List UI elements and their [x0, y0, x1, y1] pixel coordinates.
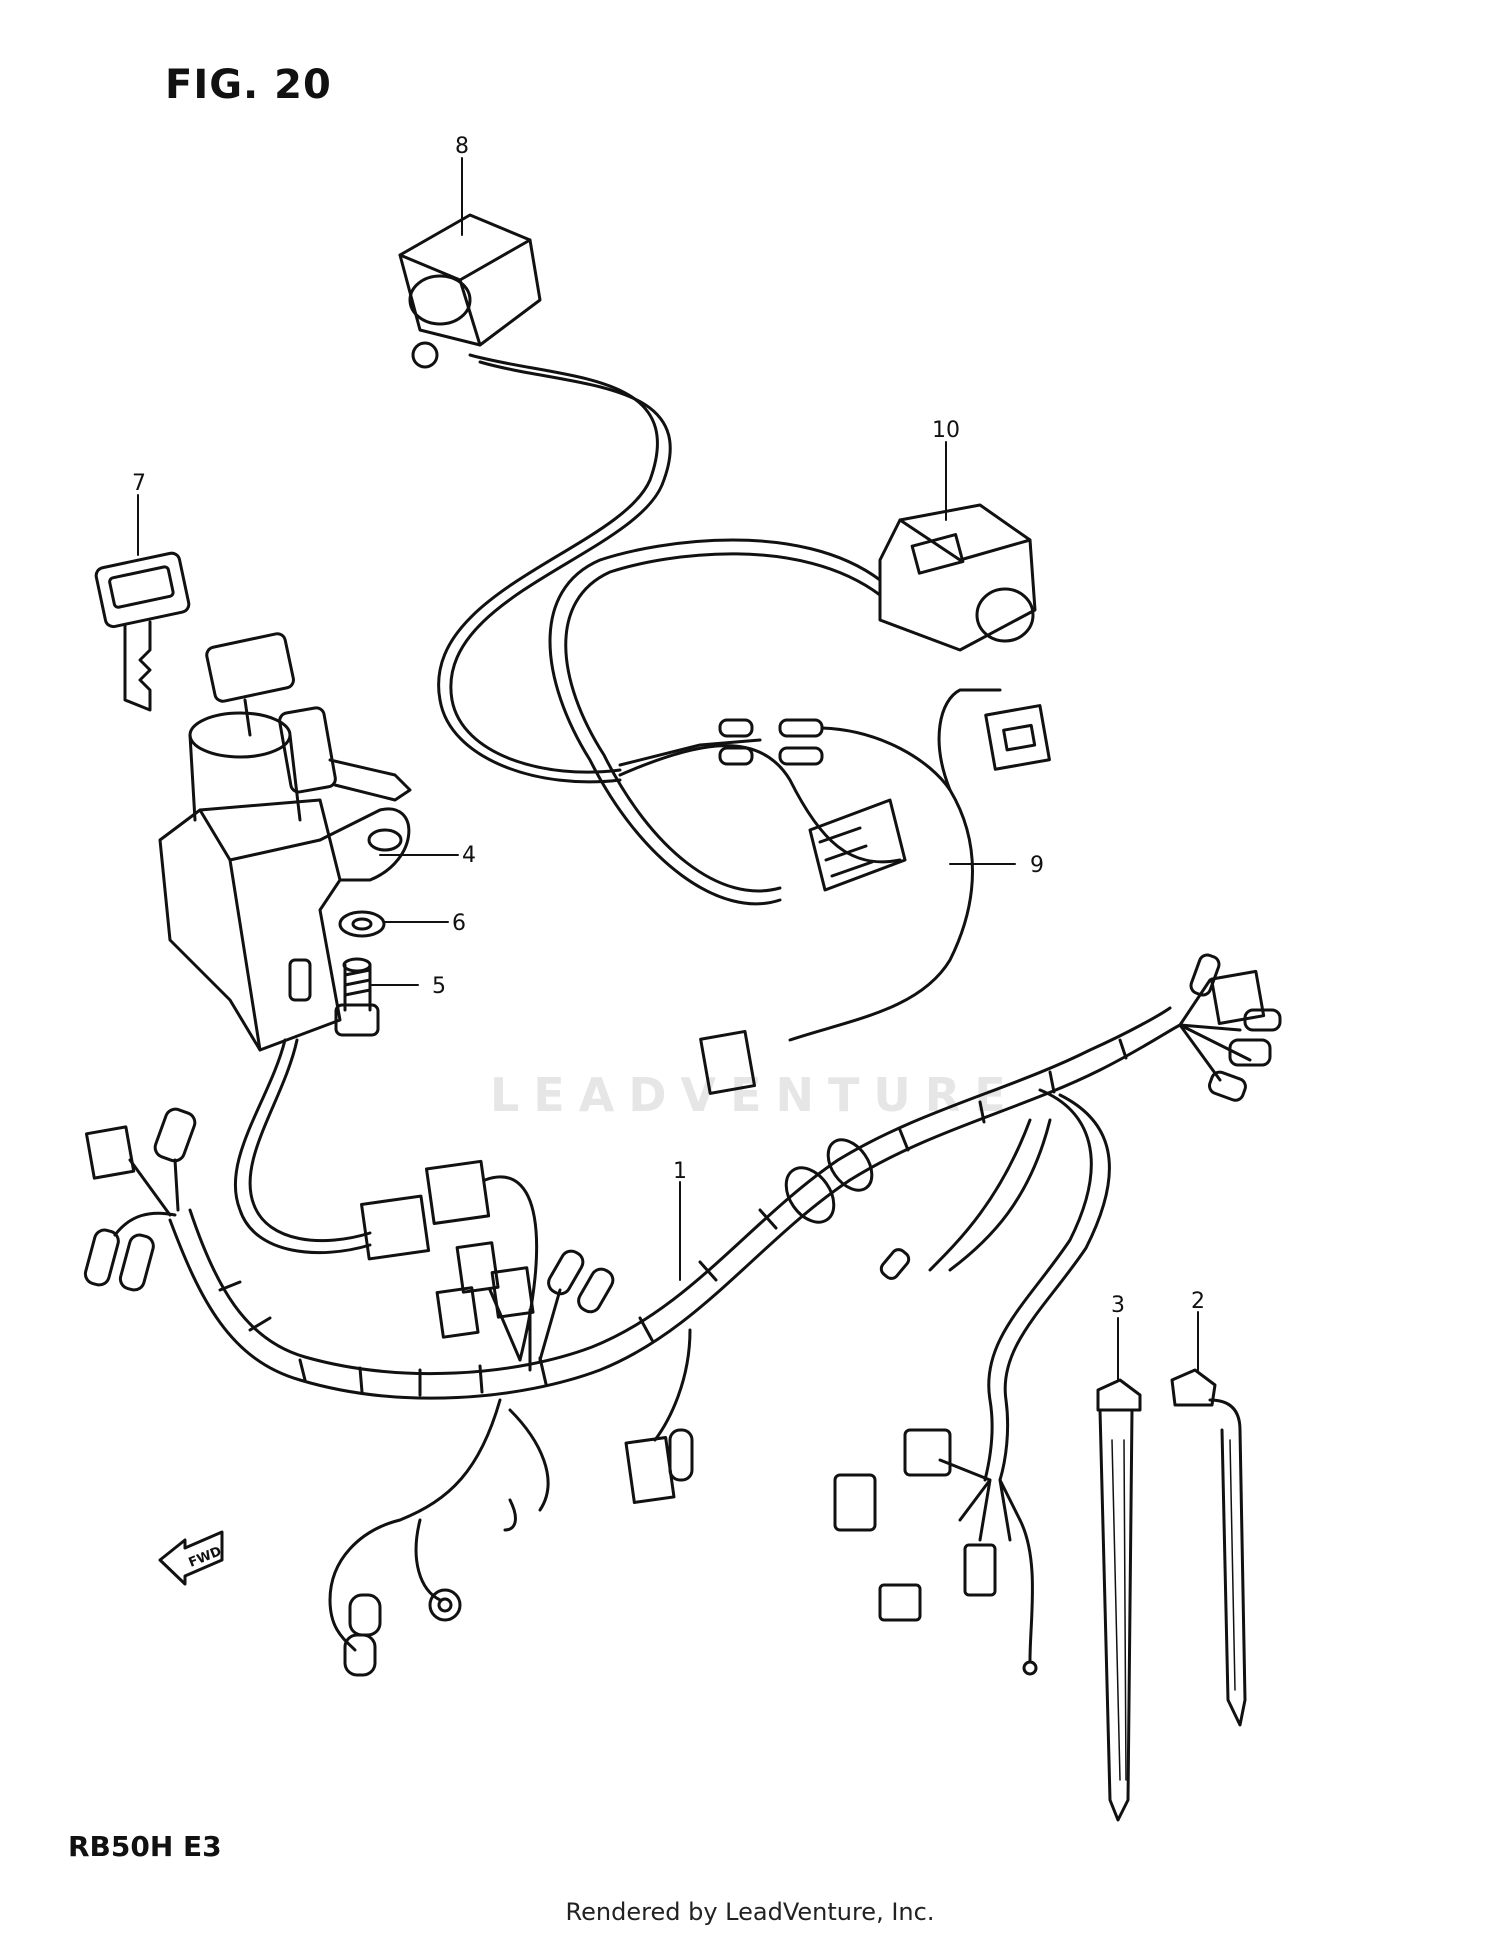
ignition-switch-lead: [233, 1038, 372, 1255]
ignition-switch-4: [158, 632, 412, 1052]
key-7: [94, 551, 191, 712]
screw-5: [334, 957, 380, 1037]
model-code: RB50H E3: [68, 1830, 222, 1863]
cable-tie-2: [1170, 1368, 1247, 1727]
watermark-text: LEADVENTURE: [490, 1068, 1020, 1122]
callout-8: 8: [455, 134, 469, 159]
cable-from-switch-8: [437, 353, 659, 784]
handlebar-switch-right: [878, 503, 1037, 652]
callout-6: 6: [452, 911, 466, 936]
figure-title: FIG. 20: [165, 62, 332, 108]
right-branch: [833, 1088, 1111, 1676]
cable-from-switch-10: [548, 538, 882, 906]
left-end-connectors: [83, 1107, 197, 1292]
callout-leader-lines: [137, 157, 1199, 1381]
main-harness-1: [168, 1006, 1182, 1400]
callout-5: 5: [432, 974, 446, 999]
callout-9: 9: [1030, 853, 1044, 878]
callout-3: 3: [1111, 1293, 1125, 1318]
fwd-arrow-icon: [158, 1530, 224, 1586]
sub-harness-9: [618, 688, 1051, 1095]
callout-10: 10: [932, 418, 960, 443]
callout-4: 4: [462, 843, 476, 868]
upper-right-connectors: [1178, 953, 1282, 1102]
footer-credit: Rendered by LeadVenture, Inc.: [565, 1898, 935, 1926]
cable-tie-3: [1096, 1378, 1142, 1822]
callout-1: 1: [673, 1159, 687, 1184]
handlebar-switch-left: [398, 213, 542, 369]
center-bottom-branch: [624, 1328, 694, 1504]
lower-left-branch: [328, 1398, 550, 1677]
callout-7: 7: [132, 471, 146, 496]
center-connector-cluster: [425, 1159, 615, 1372]
washer-6: [338, 910, 386, 938]
callout-labels: 1 2 3 4 5 6 7 8 9 10 FWD: [132, 134, 1205, 1571]
callout-2: 2: [1191, 1289, 1205, 1314]
